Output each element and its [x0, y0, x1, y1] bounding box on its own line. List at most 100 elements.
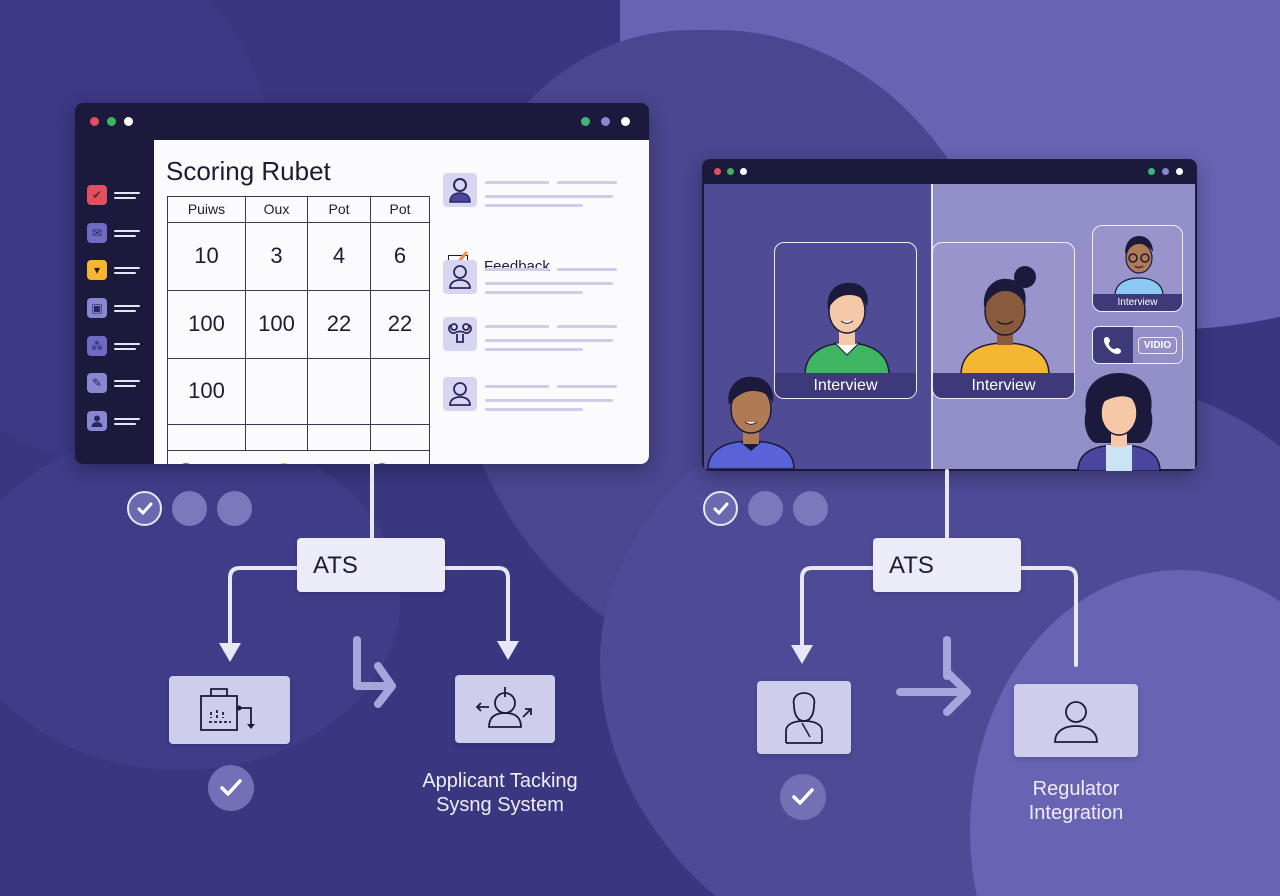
video-interview-window: Interview Interview Interview	[702, 159, 1197, 471]
legend-item-red	[178, 463, 226, 464]
regulator-node[interactable]	[1014, 684, 1138, 757]
feedback-entry[interactable]	[443, 173, 618, 213]
column-header[interactable]: Pot	[307, 196, 371, 223]
score-cell[interactable]: 22	[370, 289, 430, 359]
column-header[interactable]: Puiws	[167, 196, 246, 223]
phone-button[interactable]	[1093, 327, 1133, 363]
caption-line: Sysng System	[436, 794, 564, 816]
call-controls: VIDIO	[1092, 326, 1183, 364]
network-icon	[443, 317, 477, 351]
video-tile[interactable]: Interview	[1092, 225, 1183, 312]
phone-icon	[1104, 337, 1121, 354]
scoring-table: Puiws Oux Pot Pot 10 3 4 6 100 100 22 22…	[167, 196, 430, 451]
checkbox-icon: ✔	[87, 185, 107, 205]
check-icon	[713, 502, 728, 515]
status-dot-green	[374, 463, 390, 464]
ats-hub-node[interactable]: ATS	[297, 538, 445, 592]
window-status-dot	[581, 117, 590, 126]
candidate-avatar	[707, 376, 795, 469]
sidebar-item-network[interactable]: ⁂	[87, 336, 140, 356]
sidebar-item-frame[interactable]: ▣	[87, 298, 140, 318]
caption-line: Regulator	[1032, 778, 1120, 800]
user-icon	[443, 173, 477, 207]
user-outline-icon	[443, 377, 477, 411]
sidebar-item-edit[interactable]: ✎	[87, 373, 140, 393]
score-cell[interactable]: 4	[307, 221, 371, 291]
candidate-avatar	[1077, 373, 1161, 471]
window-maximize-dot[interactable]	[727, 168, 734, 175]
window-close-dot[interactable]	[714, 168, 721, 175]
score-cell[interactable]	[245, 424, 308, 451]
score-cell[interactable]: 10	[167, 221, 246, 291]
chevron-down-icon: ▾	[87, 260, 107, 280]
window-minimize-dot[interactable]	[740, 168, 747, 175]
tile-label: Interview	[933, 373, 1074, 398]
caption-line: Integration	[1028, 802, 1124, 824]
window-minimize-dot[interactable]	[124, 117, 133, 126]
progress-step	[172, 491, 207, 526]
score-cell[interactable]: 22	[307, 289, 371, 359]
user-sync-icon	[475, 687, 532, 728]
table-row: 100	[167, 357, 430, 426]
progress-step-complete	[703, 491, 738, 526]
table-row: 100 100 22 22	[167, 289, 430, 359]
window-status-dot	[621, 117, 630, 126]
node-caption: Applicant Tacking Sysng System	[400, 769, 600, 817]
page-title: Scoring Rubet	[166, 156, 331, 186]
status-dot-yellow	[276, 463, 292, 464]
status-check	[780, 774, 826, 820]
video-button[interactable]: VIDIO	[1133, 327, 1182, 363]
scoring-export-node[interactable]	[169, 676, 290, 744]
user-outline-icon	[443, 260, 477, 294]
video-tile[interactable]: Interview	[932, 242, 1075, 399]
interviewer-avatar	[804, 282, 890, 375]
score-cell[interactable]: 3	[245, 221, 308, 291]
progress-indicator	[703, 491, 828, 526]
user-icon	[87, 411, 107, 431]
network-icon: ⁂	[87, 336, 107, 356]
rubric-content: Scoring Rubet Puiws Oux Pot Pot 10 3 4 6…	[154, 140, 649, 464]
status-dot-red	[178, 463, 194, 464]
interviewer-avatar	[960, 266, 1050, 375]
scoring-rubric-window: ✔ ✉ ▾ ▣ ⁂ ✎ Scoring Rubet Puiws Oux Pot	[75, 103, 649, 464]
window-close-dot[interactable]	[90, 117, 99, 126]
table-row: 10 3 4 6	[167, 221, 430, 291]
edit-icon: ✎	[87, 373, 107, 393]
status-check	[208, 765, 254, 811]
progress-step	[748, 491, 783, 526]
score-cell[interactable]	[307, 357, 371, 426]
table-row	[167, 424, 430, 451]
ats-hub-node[interactable]: ATS	[873, 538, 1021, 592]
feedback-entry[interactable]	[443, 377, 618, 417]
window-status-dot	[1176, 168, 1183, 175]
progress-step	[793, 491, 828, 526]
window-status-dot	[1148, 168, 1155, 175]
score-cell[interactable]: 100	[245, 289, 308, 359]
score-cell[interactable]	[167, 424, 246, 451]
feedback-entry[interactable]	[443, 260, 618, 300]
feedback-entry[interactable]	[443, 317, 618, 357]
legend-item-yellow	[276, 463, 324, 464]
briefcase-export-icon	[199, 688, 255, 731]
ats-sync-node[interactable]	[455, 675, 555, 743]
sidebar-item-tasks[interactable]: ✔	[87, 185, 140, 205]
tile-label: Interview	[1093, 294, 1182, 311]
score-cell[interactable]	[370, 357, 430, 426]
check-icon	[220, 779, 242, 796]
candidate-node[interactable]	[757, 681, 851, 754]
video-label: VIDIO	[1137, 336, 1178, 354]
video-tile[interactable]: Interview	[774, 242, 917, 399]
window-maximize-dot[interactable]	[107, 117, 116, 126]
node-caption: Regulator Integration	[976, 777, 1176, 825]
score-cell[interactable]	[245, 357, 308, 426]
sidebar-item-mail[interactable]: ✉	[87, 223, 140, 243]
window-status-dot	[1162, 168, 1169, 175]
score-cell[interactable]	[370, 424, 430, 451]
window-status-dot	[601, 117, 610, 126]
progress-indicator	[127, 491, 252, 526]
sidebar-item-review[interactable]: ▾	[87, 260, 140, 280]
check-icon	[137, 502, 152, 515]
sidebar-item-profile[interactable]	[87, 411, 140, 431]
score-cell[interactable]: 6	[370, 221, 430, 291]
